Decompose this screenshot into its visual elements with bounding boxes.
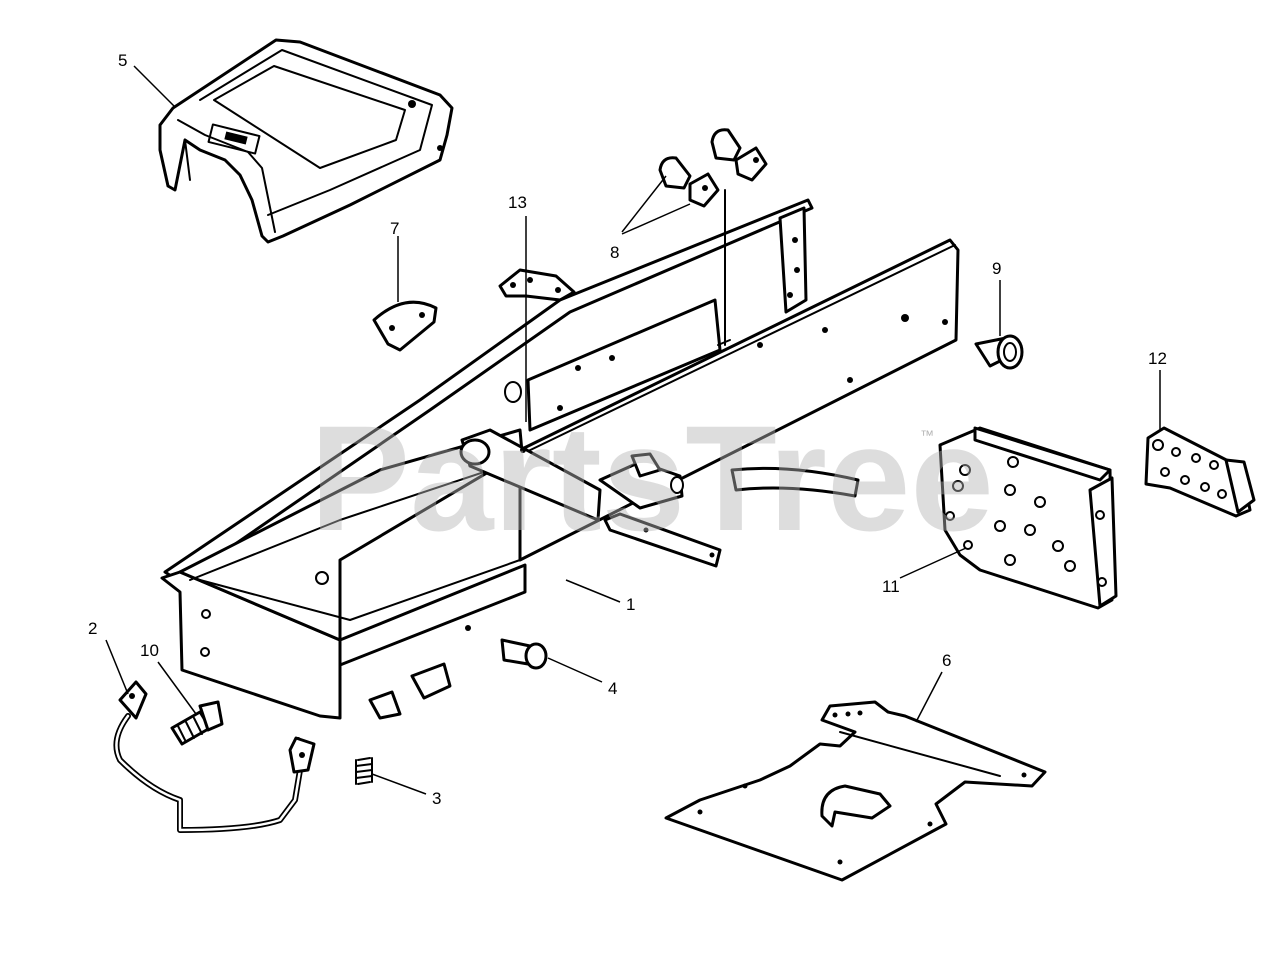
leader-6 bbox=[915, 671, 943, 723]
leader-2 bbox=[105, 639, 129, 695]
leader-10 bbox=[157, 661, 197, 715]
callout-labels: 5 7 13 8 9 12 11 1 4 2 10 3 6 bbox=[88, 51, 1167, 808]
bumper-bracket-part[interactable] bbox=[113, 680, 316, 833]
shoulder-bolt-part[interactable] bbox=[500, 638, 548, 670]
clips-part[interactable] bbox=[658, 128, 768, 208]
bushing-part[interactable] bbox=[974, 334, 1024, 370]
callout-1[interactable]: 1 bbox=[626, 595, 635, 614]
curved-bracket-part[interactable] bbox=[372, 300, 438, 352]
leader-3 bbox=[371, 773, 427, 795]
small-bracket-part[interactable] bbox=[498, 268, 576, 302]
spring-part[interactable] bbox=[355, 757, 373, 785]
leader-8a bbox=[621, 203, 691, 235]
callout-6[interactable]: 6 bbox=[942, 651, 951, 670]
leader-11 bbox=[899, 547, 967, 579]
leader-5 bbox=[133, 65, 175, 107]
watermark: PartsTree ™ bbox=[310, 394, 994, 562]
leader-4 bbox=[547, 657, 603, 683]
hinge-plate-part[interactable] bbox=[1144, 426, 1256, 518]
floor-plate-part[interactable] bbox=[664, 700, 1047, 882]
callout-13[interactable]: 13 bbox=[508, 193, 527, 212]
leader-8b bbox=[621, 175, 667, 233]
bolt-part[interactable] bbox=[170, 700, 224, 746]
main-frame-part[interactable] bbox=[160, 189, 960, 720]
callout-7[interactable]: 7 bbox=[390, 219, 399, 238]
callout-3[interactable]: 3 bbox=[432, 789, 441, 808]
callout-8[interactable]: 8 bbox=[610, 243, 619, 262]
callout-11[interactable]: 11 bbox=[882, 577, 900, 596]
callout-9[interactable]: 9 bbox=[992, 259, 1001, 278]
callout-4[interactable]: 4 bbox=[608, 679, 617, 698]
leader-1 bbox=[565, 579, 621, 603]
callout-2[interactable]: 2 bbox=[88, 619, 97, 638]
callout-5[interactable]: 5 bbox=[118, 51, 127, 70]
svg-text:PartsTree: PartsTree bbox=[310, 394, 994, 562]
leader-lines bbox=[105, 65, 1161, 795]
callout-10[interactable]: 10 bbox=[140, 641, 159, 660]
svg-text:™: ™ bbox=[920, 427, 934, 443]
mounting-plate-part[interactable] bbox=[938, 426, 1118, 610]
seat-pan-part[interactable] bbox=[158, 38, 454, 244]
callout-12[interactable]: 12 bbox=[1148, 349, 1167, 368]
